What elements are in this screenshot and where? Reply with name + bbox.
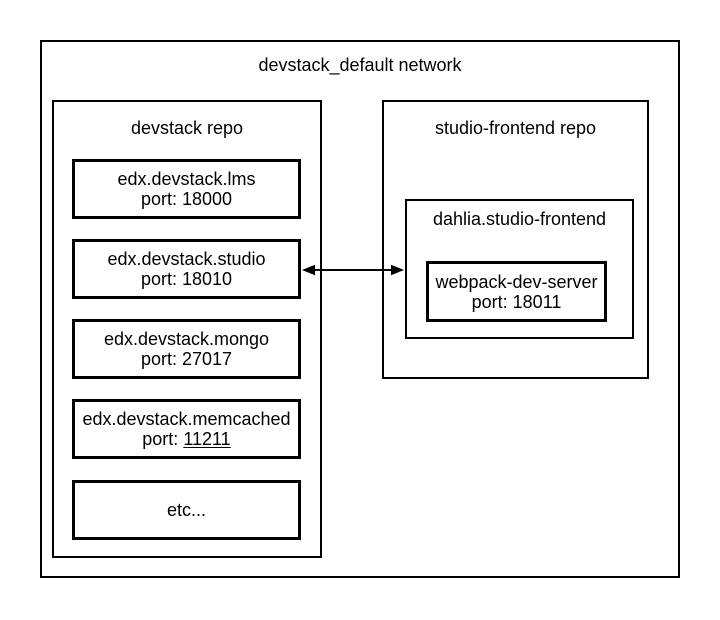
service-box-mongo: edx.devstack.mongo port:27017 [72,319,301,379]
service-name: etc... [166,500,206,520]
port-value: 18010 [181,269,233,289]
double-headed-arrow-icon [302,264,404,276]
service-name: webpack-dev-server [435,271,598,292]
service-port: port:18011 [472,292,562,312]
port-value: 11211 [183,429,231,449]
service-box-studio: edx.devstack.studio port:18010 [72,239,301,299]
port-label: port: [140,189,177,209]
service-box-etc: etc... [72,480,301,540]
service-port: port:27017 [141,349,232,369]
service-name: edx.devstack.lms [117,169,256,189]
service-box-lms: edx.devstack.lms port:18000 [72,159,301,219]
devstack-repo-label: devstack repo [130,118,244,138]
service-port: port:18010 [141,269,232,289]
dahlia-container-label: dahlia.studio-frontend [432,209,607,229]
service-name: edx.devstack.studio [107,249,266,269]
service-name: edx.devstack.memcached [82,409,291,429]
port-label: port: [142,429,179,449]
service-name: edx.devstack.mongo [103,329,270,349]
port-value: 18000 [181,189,233,209]
service-port: port:11211 [142,429,230,449]
port-label: port: [471,291,508,312]
service-box-webpack-dev-server: webpack-dev-server port:18011 [426,261,607,322]
port-value: 27017 [181,349,233,369]
port-label: port: [140,349,177,369]
port-label: port: [140,269,177,289]
service-box-memcached: edx.devstack.memcached port:11211 [72,399,301,459]
studio-frontend-repo-label: studio-frontend repo [434,118,597,138]
service-port: port:18000 [141,189,232,209]
port-value: 18011 [512,291,562,312]
network-title: devstack_default network [258,55,462,75]
